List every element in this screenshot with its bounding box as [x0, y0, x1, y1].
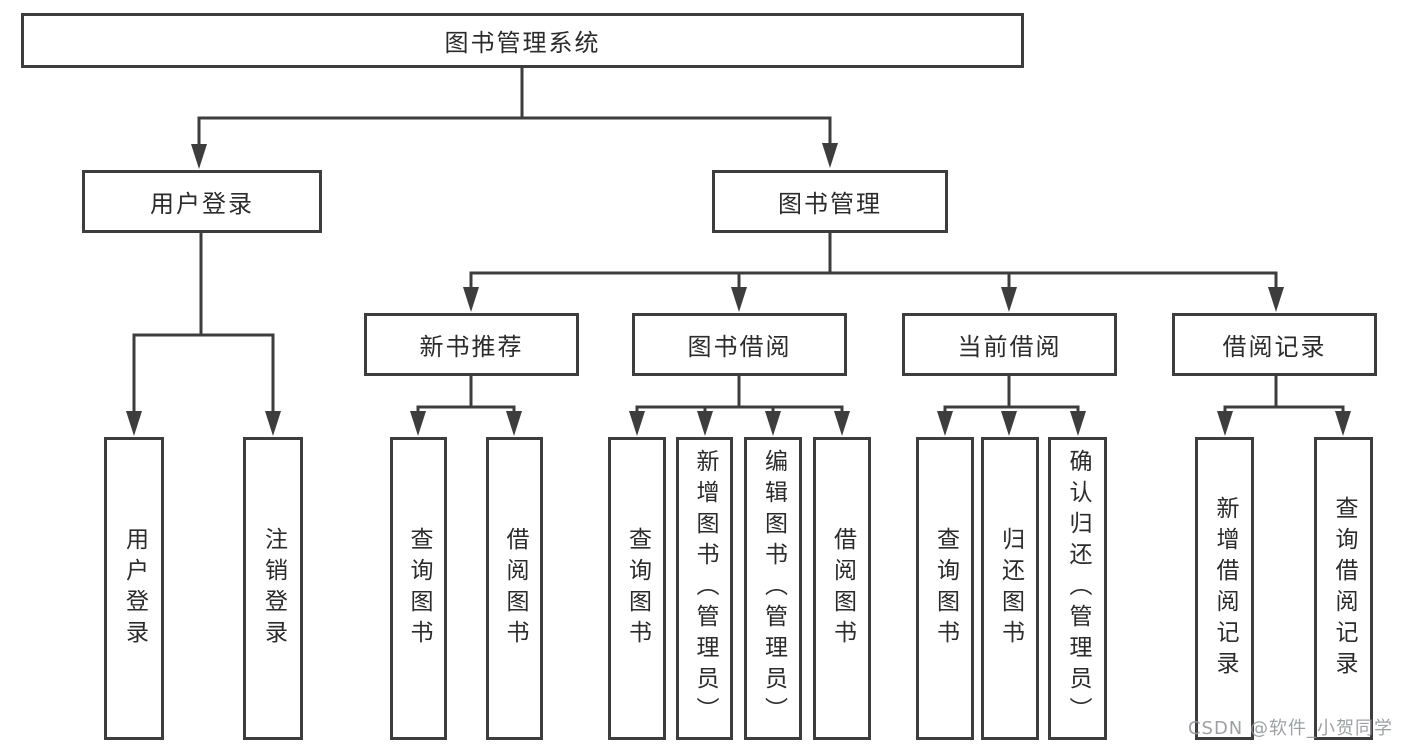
leaf-query-books-borrowing: 查询图书	[608, 437, 666, 740]
node-current-borrowing: 当前借阅	[902, 313, 1117, 376]
leaf-user-login: 用户登录	[104, 437, 164, 740]
node-user-login: 用户登录	[82, 170, 322, 233]
node-book-management: 图书管理	[712, 170, 948, 233]
node-new-book-recommend: 新书推荐	[364, 313, 579, 376]
node-borrow-records: 借阅记录	[1172, 313, 1377, 376]
arrowheads	[126, 143, 1351, 436]
leaf-return-books: 归还图书	[981, 437, 1039, 740]
leaf-query-books-current: 查询图书	[916, 437, 974, 740]
leaf-edit-books-admin: 编辑图书（管理员）	[744, 437, 802, 740]
node-library-management-system: 图书管理系统	[21, 13, 1024, 68]
leaf-query-borrow-record: 查询借阅记录	[1314, 437, 1373, 740]
leaf-logout-login: 注销登录	[243, 437, 303, 740]
leaf-add-books-admin: 新增图书（管理员）	[676, 437, 733, 740]
node-book-borrowing: 图书借阅	[632, 313, 847, 376]
csdn-watermark: CSDN @软件_小贺同学	[1187, 718, 1393, 739]
leaf-borrow-books-recommend: 借阅图书	[486, 437, 543, 740]
leaf-add-borrow-record: 新增借阅记录	[1195, 437, 1254, 740]
leaf-query-books-recommend: 查询图书	[390, 437, 447, 740]
leaf-borrow-books-borrowing: 借阅图书	[813, 437, 871, 740]
leaf-confirm-return-admin: 确认归还（管理员）	[1048, 437, 1107, 740]
